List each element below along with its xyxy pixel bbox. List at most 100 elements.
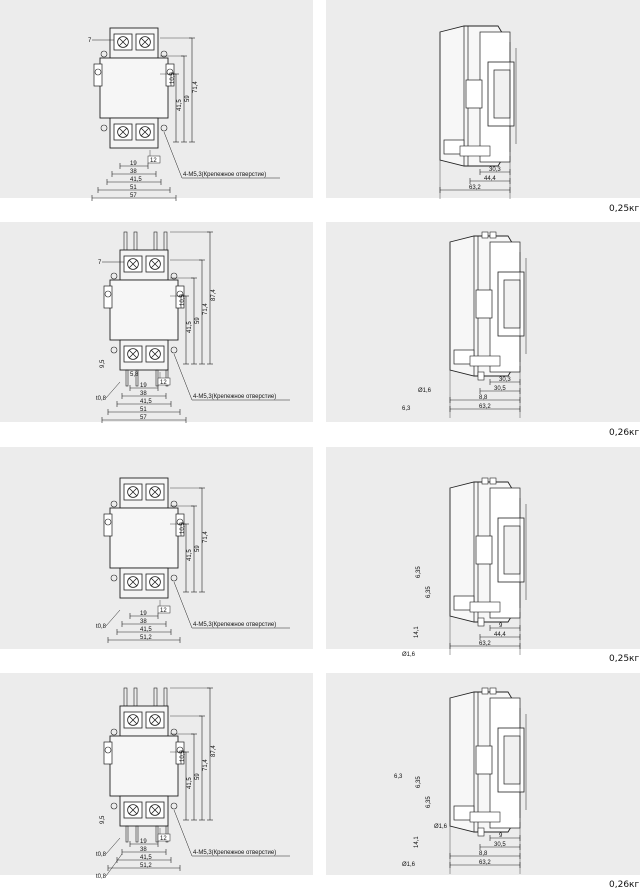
top-terminal-right xyxy=(145,711,165,729)
top-terminal-left xyxy=(123,483,143,501)
front-view-2: 41,55971,487,410,5712193841,551574-M5,3(… xyxy=(96,231,290,423)
front-vdim-1: 41,5 xyxy=(177,99,183,111)
front-small-vdim: 10,5 xyxy=(180,294,186,306)
side-dim-1: 30,3 xyxy=(489,167,501,173)
side-dim-1: 9 xyxy=(499,623,503,629)
front-vdim-4: 87,4 xyxy=(211,289,217,301)
front-bdim-1: 19 xyxy=(140,383,147,389)
side-extra-3: 6,35 xyxy=(416,776,422,788)
front-vdim-2: 59 xyxy=(195,545,201,552)
side-extra-1: 6,3 xyxy=(402,406,411,412)
side-dim-4: 63,2 xyxy=(479,860,491,866)
top-terminal-right xyxy=(145,255,165,273)
side-extra-4: 6,35 xyxy=(426,796,432,808)
front-bdim-3: 41,5 xyxy=(130,177,142,183)
side-view-2: 30,330,58,863,26,3Ø1,6 xyxy=(402,231,527,418)
front-bottom-small-dim: 12 xyxy=(160,836,167,842)
side-dim-1: 30,3 xyxy=(499,377,511,383)
side-extra-2: 14,1 xyxy=(414,626,420,638)
front-bdim-5: 57 xyxy=(130,193,137,199)
top-terminal-left xyxy=(123,711,143,729)
side-extra-2: Ø1,6 xyxy=(418,388,432,394)
side-dim-1: 9 xyxy=(499,833,503,839)
front-bdim-2: 38 xyxy=(140,619,147,625)
front-bdim-5: 57 xyxy=(140,415,147,421)
bottom-terminal-right xyxy=(145,573,165,591)
front-vdim-3: 71,4 xyxy=(203,759,209,771)
front-vdim-2: 59 xyxy=(195,317,201,324)
front-bdim-2: 38 xyxy=(140,847,147,853)
front-bottom-small-dim: 12 xyxy=(150,158,157,164)
side-extra-5: 6,3 xyxy=(394,774,403,780)
side-dim-2: 44,4 xyxy=(484,176,496,182)
front-small-vdim: 10,5 xyxy=(180,750,186,762)
bottom-terminal-right xyxy=(135,123,155,141)
top-terminal-right xyxy=(145,483,165,501)
side-dim-2: 30,5 xyxy=(494,842,506,848)
side-view-4: 9 30,5 8,8 63,2 Ø1,6 14,1 6,35 6,35 6,3Ø1,6 xyxy=(394,687,527,874)
front-side-small: 9,5 xyxy=(100,815,106,824)
front-bdim-1: 19 xyxy=(130,161,137,167)
front-extra-label: t0,8 xyxy=(96,624,107,630)
front-vdim-4: 87,4 xyxy=(211,745,217,757)
side-extra-2: 14,1 xyxy=(414,836,420,848)
front-view-3: 41,55971,410,512193841,551,24-M5,3(Крепе… xyxy=(96,477,290,643)
front-left-dim: 7 xyxy=(88,38,92,44)
side-extra-1: Ø1,6 xyxy=(402,862,416,868)
weight-label-3: 0,25кг xyxy=(609,654,640,664)
side-view-3: 9 44,463,2Ø1,6 14,1 6,35 6,35 xyxy=(402,477,527,658)
front-bdim-3: 41,5 xyxy=(140,399,152,405)
front-bdim-1: 19 xyxy=(140,611,147,617)
bottom-terminal-left xyxy=(123,573,143,591)
side-extra-1: Ø1,6 xyxy=(402,652,416,658)
bottom-terminal-right xyxy=(145,345,165,363)
front-extra-label-2: t0,8 xyxy=(96,874,107,880)
side-extra-3: 6,35 xyxy=(416,566,422,578)
front-bdim-2: 38 xyxy=(130,169,137,175)
weight-label-1: 0,25кг xyxy=(609,204,640,214)
side-view-1: 30,3 44,463,2 xyxy=(439,25,517,199)
bottom-terminal-right xyxy=(145,801,165,819)
front-bdim-4: 51 xyxy=(130,185,137,191)
front-bdim-2: 38 xyxy=(140,391,147,397)
front-bdim-4: 51,2 xyxy=(140,863,152,869)
front-small-vdim: 10,5 xyxy=(170,72,176,84)
bottom-terminal-left xyxy=(123,801,143,819)
front-bdim-4: 51,2 xyxy=(140,635,152,641)
front-small-vdim: 10,5 xyxy=(180,522,186,534)
front-bdim-3: 41,5 xyxy=(140,627,152,633)
front-vdim-3: 71,4 xyxy=(193,81,199,93)
front-view-1: 41,55971,410,5712193841,551574-M5,3(Креп… xyxy=(88,27,280,201)
front-vdim-2: 59 xyxy=(185,95,191,102)
side-dim-3: 63,2 xyxy=(469,185,481,191)
top-terminal-left xyxy=(123,255,143,273)
front-side-small: 9,5 xyxy=(100,359,106,368)
front-bdim-3: 41,5 xyxy=(140,855,152,861)
side-dim-3: 63,2 xyxy=(479,641,491,647)
front-hole-note: 4-M5,3(Крепежное отверстие) xyxy=(193,622,276,628)
front-hole-note: 4-M5,3(Крепежное отверстие) xyxy=(183,172,266,178)
front-vdim-2: 59 xyxy=(195,773,201,780)
front-extra-label: t0,8 xyxy=(96,852,107,858)
side-dim-4: 63,2 xyxy=(479,404,491,410)
front-view-4: 41,55971,487,410,512193841,551,24-M5,3(К… xyxy=(96,687,290,880)
front-vdim-1: 41,5 xyxy=(187,321,193,333)
front-bdim-1: 19 xyxy=(140,839,147,845)
side-dim-2: 30,5 xyxy=(494,386,506,392)
front-extra-label: t0,8 xyxy=(96,396,107,402)
front-vdim-1: 41,5 xyxy=(187,549,193,561)
top-terminal-left xyxy=(113,33,133,51)
front-bottom-small-dim: 12 xyxy=(160,380,167,386)
front-bottom-small-dim: 12 xyxy=(160,608,167,614)
side-extra-6: Ø1,6 xyxy=(434,824,448,830)
side-dim-2: 44,4 xyxy=(494,632,506,638)
front-vdim-3: 71,4 xyxy=(203,303,209,315)
front-side-small-2: 5,8 xyxy=(130,372,139,378)
front-vdim-3: 71,4 xyxy=(203,531,209,543)
front-hole-note: 4-M5,3(Крепежное отверстие) xyxy=(193,850,276,856)
side-dim-3: 8,8 xyxy=(479,851,488,857)
top-terminal-right xyxy=(135,33,155,51)
weight-label-2: 0,26кг xyxy=(609,428,640,438)
side-extra-4: 6,35 xyxy=(426,586,432,598)
